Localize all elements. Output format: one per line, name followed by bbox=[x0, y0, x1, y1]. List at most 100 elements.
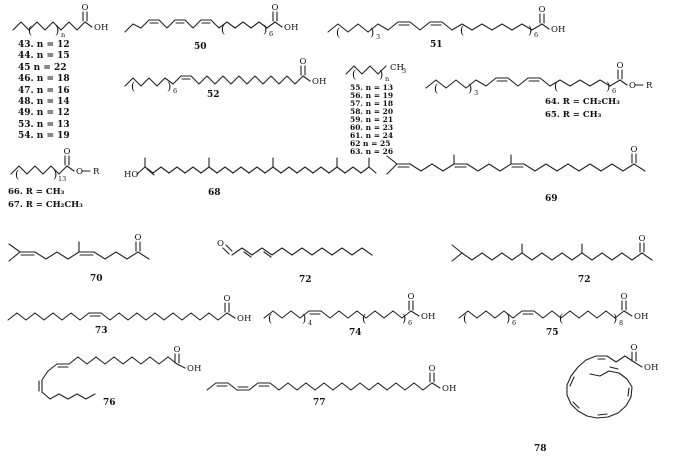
paren-close: ) bbox=[263, 23, 267, 36]
subscript-n: n bbox=[61, 31, 65, 39]
subscript-6: 6 bbox=[173, 87, 177, 95]
methyl-label: CH bbox=[390, 63, 404, 73]
hydroxyl-label: OH bbox=[187, 364, 201, 374]
list-item: 60. n = 23 bbox=[350, 123, 394, 132]
structure-group-66-67: O O R ( ) 13 66. R = CH₃ 67. R = CH₂CH₃ bbox=[8, 146, 118, 218]
structure-74: O OH ( ) 4 ( ) 6 74 bbox=[261, 290, 456, 340]
skeleton-bonds bbox=[345, 65, 387, 75]
compound-number: 70 bbox=[90, 274, 103, 284]
hydroxyl-label: OH bbox=[421, 312, 435, 322]
structure-50: O OH ( ) 6 50 bbox=[122, 2, 312, 56]
list-item: 66. R = CH₃ bbox=[8, 187, 65, 197]
structure-76: O OH 76 bbox=[5, 340, 210, 418]
ester-oxygen-label: O bbox=[76, 167, 83, 177]
skeleton-bonds bbox=[12, 11, 93, 31]
compound-list-43-54: 43. n = 12 44. n = 15 45 n = 22 46. n = … bbox=[18, 40, 70, 143]
subscript-n: n bbox=[385, 75, 389, 83]
subscript-3: 3 bbox=[474, 89, 478, 97]
aldehyde-oxygen-label: O bbox=[217, 239, 224, 249]
paren-close: ) bbox=[402, 312, 406, 325]
skeleton-bonds bbox=[7, 302, 236, 321]
paren-open: ( bbox=[460, 24, 464, 37]
structure-78-skeleton: O OH bbox=[566, 343, 658, 419]
carbonyl-oxygen-label: O bbox=[300, 57, 307, 67]
structure-68: HO 68 bbox=[122, 146, 382, 202]
list-item: 48. n = 14 bbox=[18, 97, 70, 108]
skeleton-bonds bbox=[425, 69, 644, 89]
hydroxyl-label: OH bbox=[312, 77, 326, 87]
r-group-label: R bbox=[646, 81, 653, 91]
subscript-8: 8 bbox=[619, 319, 623, 327]
carbonyl-oxygen-label: O bbox=[621, 292, 628, 302]
structure-76-skeleton: O OH bbox=[38, 345, 201, 400]
subscript-6: 6 bbox=[408, 319, 412, 327]
list-item: 56. n = 19 bbox=[350, 91, 394, 100]
subscript-6: 6 bbox=[512, 319, 516, 327]
list-item: 64. R = CH₂CH₃ bbox=[545, 97, 620, 107]
structure-70: O 70 bbox=[5, 230, 205, 288]
paren-open: ( bbox=[336, 26, 340, 39]
skeleton-bonds bbox=[10, 155, 91, 175]
hydroxyl-label: OH bbox=[284, 23, 298, 33]
compound-number: 68 bbox=[208, 188, 221, 198]
hydroxyl-label: OH bbox=[94, 23, 108, 33]
paren-close: ) bbox=[167, 80, 171, 93]
skeleton-bonds bbox=[206, 372, 441, 391]
structure-group-43-54: O OH ( ) n 43. n = 12 44. n = 15 45 n = … bbox=[10, 3, 122, 146]
skeleton-bonds bbox=[136, 157, 377, 176]
subscript-6: 6 bbox=[269, 30, 273, 38]
list-item: 49. n = 12 bbox=[18, 108, 70, 119]
compound-number: 72 bbox=[578, 275, 591, 285]
list-item: 47. n = 16 bbox=[18, 85, 70, 96]
structure-74-skeleton: O OH ( ) 4 ( ) 6 bbox=[263, 292, 435, 327]
list-item: 57. n = 18 bbox=[350, 99, 394, 108]
compound-number: 75 bbox=[546, 328, 559, 338]
list-item: 59. n = 21 bbox=[350, 115, 394, 124]
paren-open: ( bbox=[131, 80, 135, 93]
list-item: 55. n = 13 bbox=[350, 83, 394, 92]
subscript-3: 3 bbox=[376, 33, 380, 41]
list-item: 58. n = 20 bbox=[350, 107, 394, 116]
skeleton-bonds bbox=[386, 153, 646, 175]
ketone-oxygen-label: O bbox=[639, 234, 646, 244]
hydroxyl-label: OH bbox=[442, 384, 456, 394]
compound-number: 69 bbox=[545, 194, 558, 204]
list-item: 65. R = CH₃ bbox=[545, 109, 602, 120]
subscript-4: 4 bbox=[308, 319, 312, 327]
hydroxyl-label: OH bbox=[634, 312, 648, 322]
compound-number: 74 bbox=[349, 328, 362, 338]
list-item: 53. n = 13 bbox=[18, 119, 70, 130]
carbonyl-oxygen-label: O bbox=[174, 345, 181, 355]
paren-open: ( bbox=[268, 312, 272, 325]
structure-68-skeleton: HO bbox=[124, 157, 377, 180]
methyl-subscript-3: 3 bbox=[402, 67, 406, 75]
structure-69: O 69 bbox=[383, 144, 685, 208]
subscript-6: 6 bbox=[612, 87, 616, 95]
structure-73: O OH 73 bbox=[5, 290, 260, 340]
carbonyl-oxygen-label: O bbox=[272, 3, 279, 13]
paren-close: ) bbox=[528, 24, 532, 37]
ketone-oxygen-label: O bbox=[631, 145, 638, 155]
structure-43-skeleton: O OH ( ) n bbox=[12, 3, 108, 39]
compound-number: 78 bbox=[534, 444, 547, 454]
structure-50-skeleton: O OH ( ) 6 bbox=[124, 3, 298, 38]
paren-close: ) bbox=[370, 26, 374, 39]
structure-group-55-63: ( ) n CH 3 55. n = 13 56. n = 19 57. n =… bbox=[343, 58, 418, 156]
ester-oxygen-label: O bbox=[629, 81, 636, 91]
structure-72a-skeleton: O bbox=[217, 239, 373, 258]
structure-69-skeleton: O bbox=[386, 145, 646, 175]
hydroxyl-label: OH bbox=[237, 314, 251, 324]
carbonyl-oxygen-label: O bbox=[82, 3, 89, 13]
skeleton-bonds bbox=[222, 244, 373, 258]
structure-55-skeleton: ( ) n CH 3 bbox=[345, 63, 406, 83]
carbonyl-oxygen-label: O bbox=[408, 292, 415, 302]
structure-75: O OH ( ) 6 ( ) 8 75 bbox=[456, 290, 656, 340]
r-group-label: R bbox=[93, 167, 100, 177]
structure-64-skeleton: O O R ( ) 3 ( ) 6 bbox=[425, 61, 653, 97]
paren-open: ( bbox=[434, 82, 438, 95]
structure-66-skeleton: O O R ( ) 13 bbox=[10, 147, 100, 183]
carbonyl-oxygen-label: O bbox=[617, 61, 624, 71]
subscript-6: 6 bbox=[534, 31, 538, 39]
compound-number: 72 bbox=[299, 275, 312, 285]
structure-75-skeleton: O OH ( ) 6 ( ) 8 bbox=[458, 292, 648, 327]
